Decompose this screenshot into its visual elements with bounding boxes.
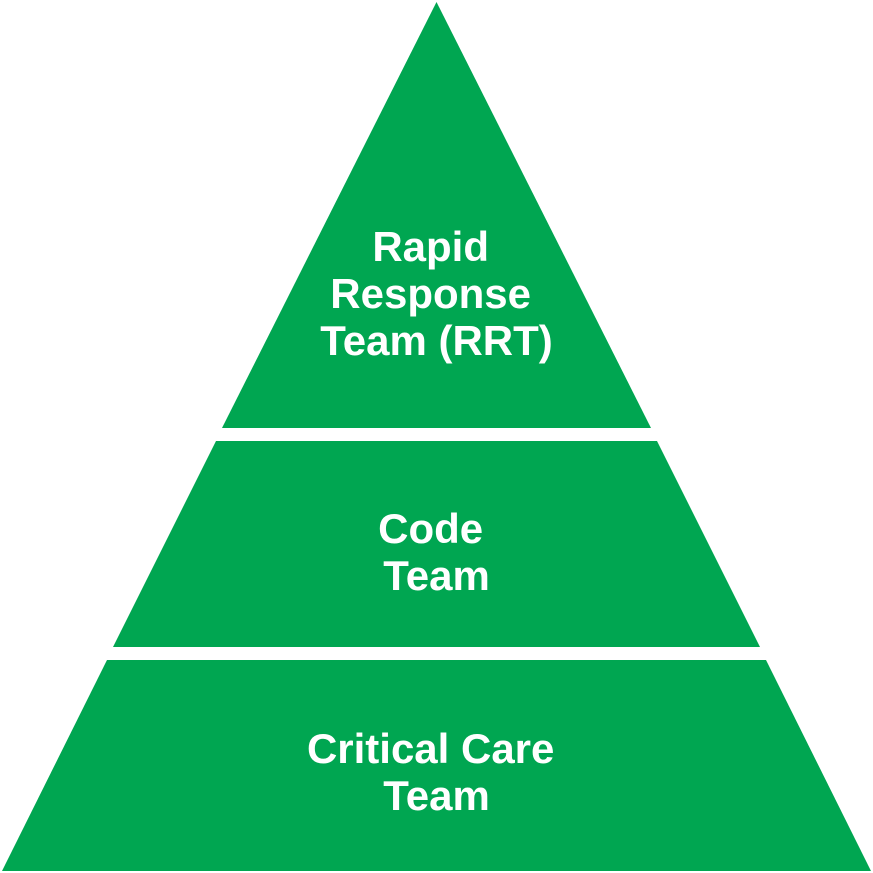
tier-middle-label: Code Team <box>378 505 495 599</box>
tier-bottom-line-2: Team <box>383 772 490 819</box>
tier-bottom <box>2 660 871 871</box>
tier-top-line-3: Team (RRT) <box>320 317 553 364</box>
tier-middle-line-2: Team <box>383 552 490 599</box>
tier-top <box>222 2 651 428</box>
tier-top-line-2: Response <box>330 270 531 317</box>
tier-bottom-label: Critical Care Team <box>307 725 566 819</box>
tier-top-label: Rapid Response Team (RRT) <box>320 223 553 364</box>
tier-top-line-1: Rapid <box>372 223 489 270</box>
tier-middle-line-1: Code <box>378 505 483 552</box>
tier-middle <box>113 441 760 647</box>
tier-bottom-line-1: Critical Care <box>307 725 554 772</box>
